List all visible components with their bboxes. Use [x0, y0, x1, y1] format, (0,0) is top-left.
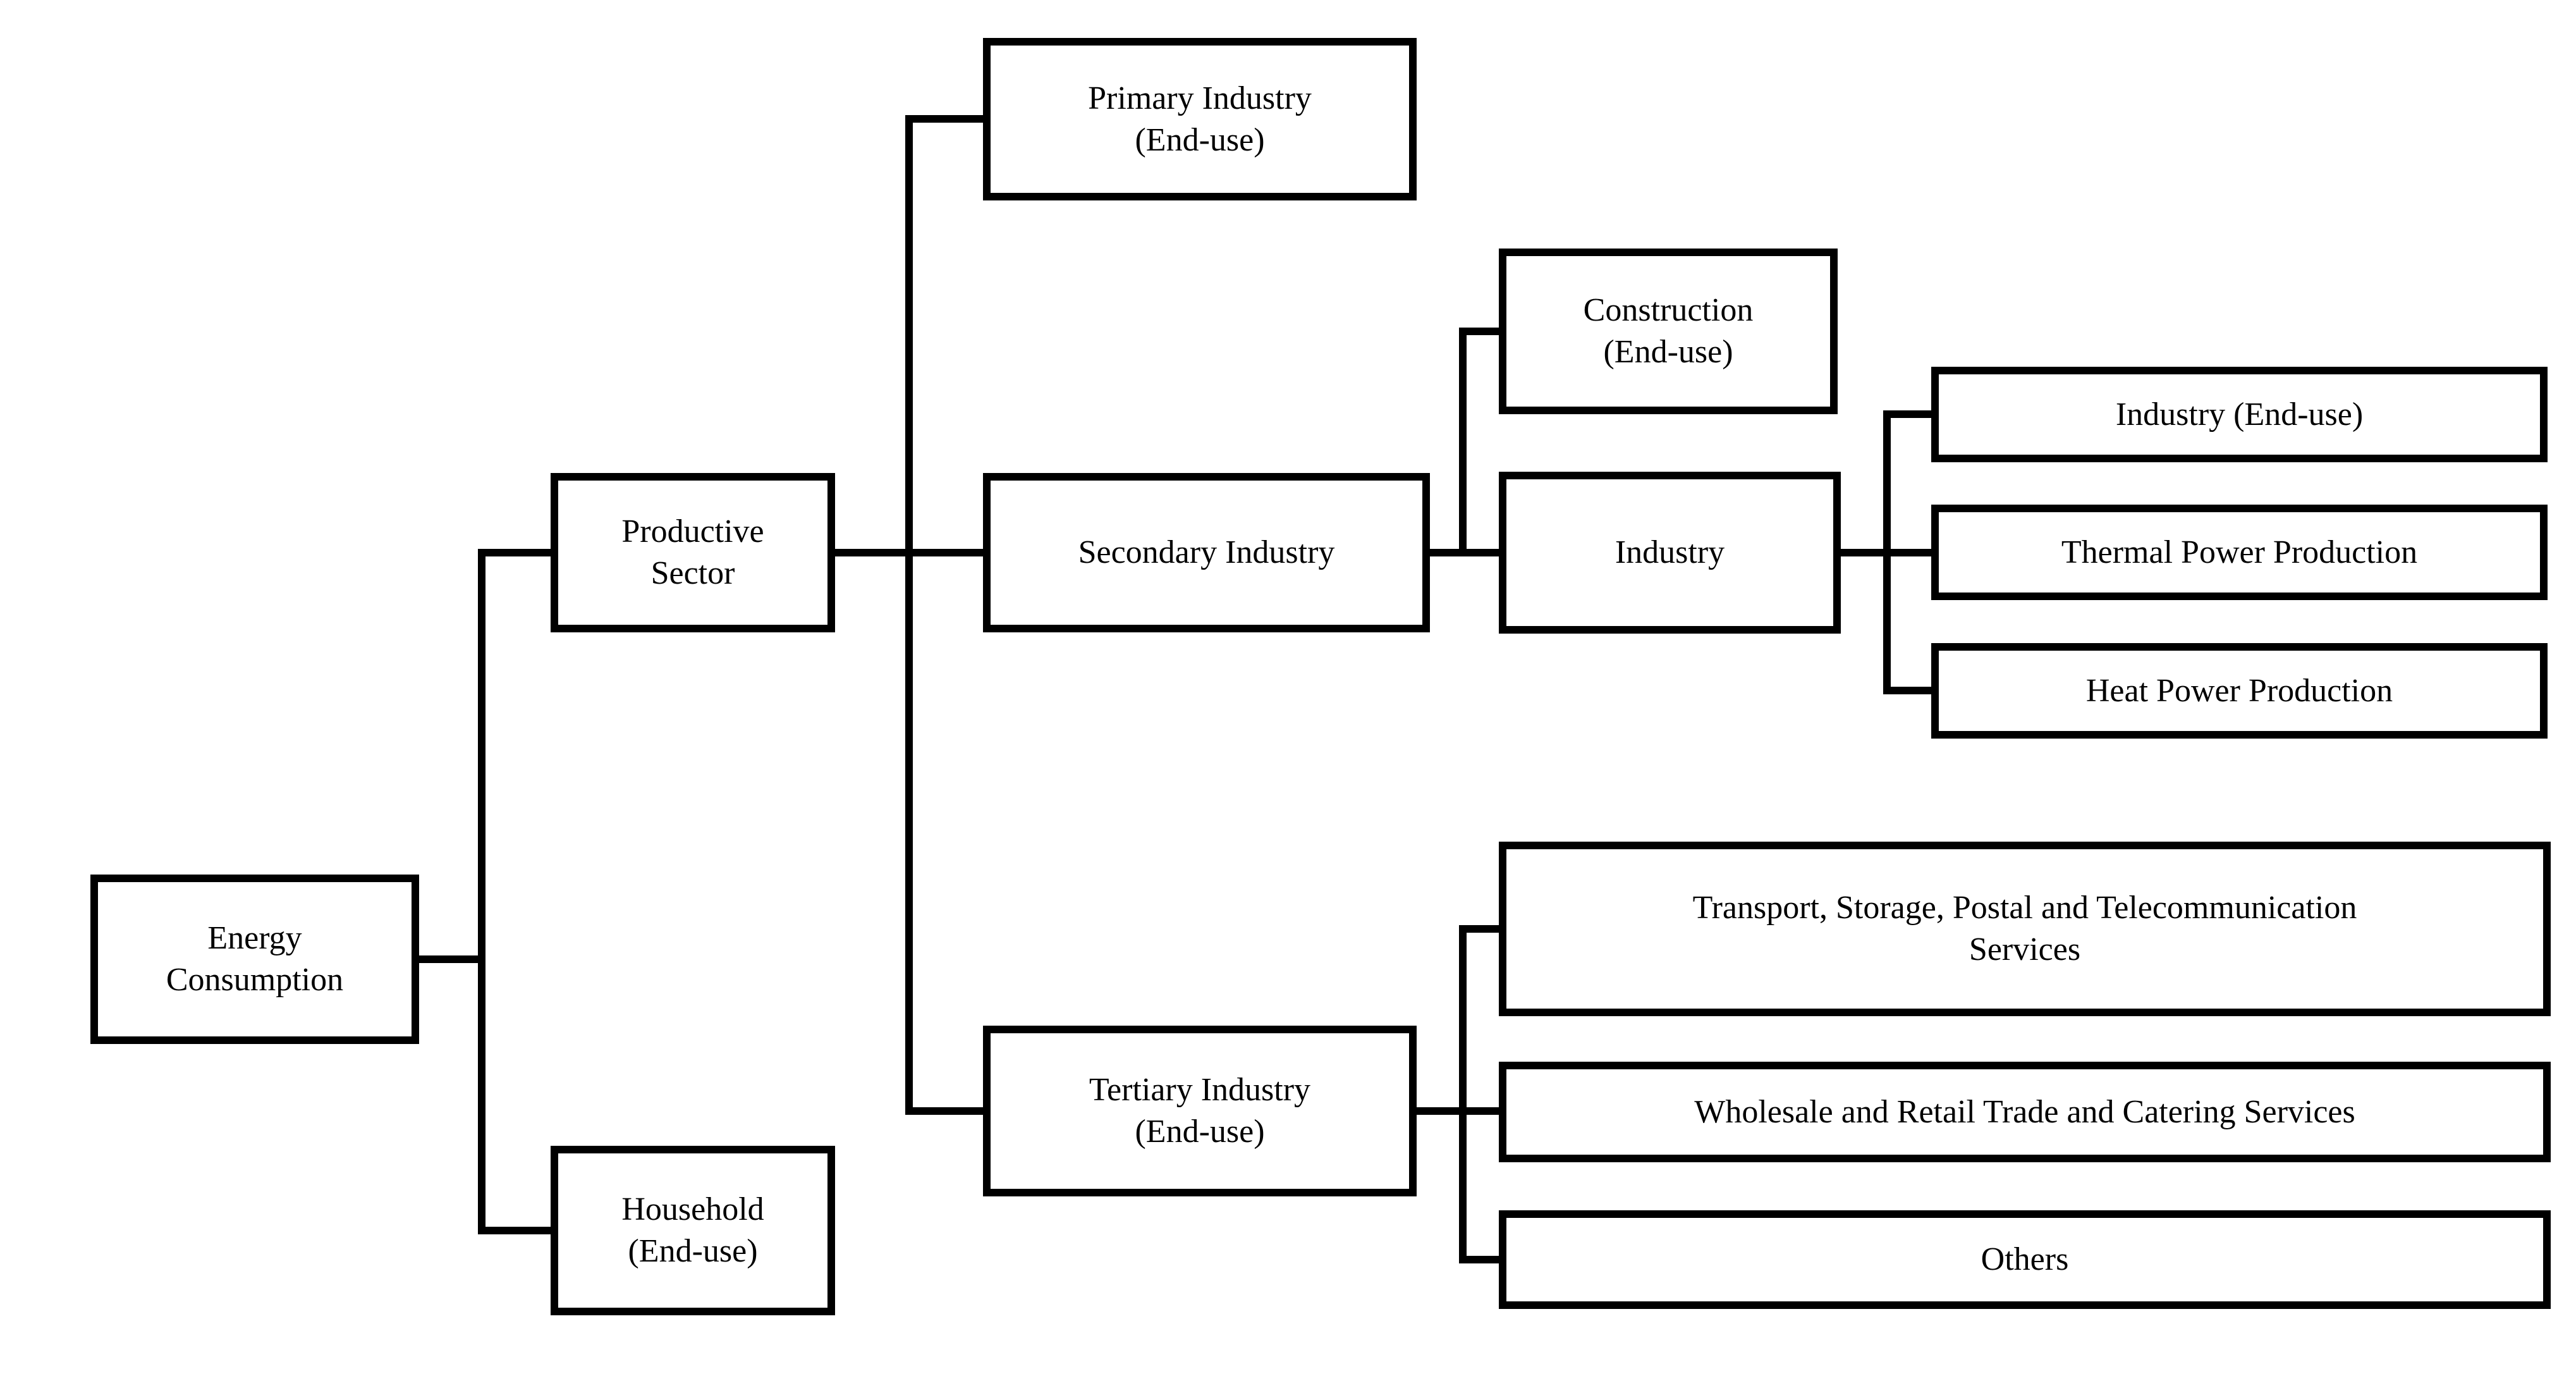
- trunk1-productive-household: [478, 549, 485, 1234]
- connector-trunk1-to-productive: [478, 549, 554, 556]
- node-primary-industry: Primary Industry (End-use): [983, 38, 1417, 200]
- connector-trunk5-to-others: [1459, 1256, 1502, 1263]
- connector-trunk2-to-primary: [905, 115, 986, 123]
- connector-trunk5-to-transport: [1459, 925, 1502, 933]
- node-heat-power-production: Heat Power Production: [1931, 643, 2548, 739]
- node-label-line: Primary Industry: [1088, 80, 1312, 116]
- node-label-line: Thermal Power Production: [2061, 534, 2418, 570]
- node-label-line: Industry (End-use): [2115, 396, 2364, 433]
- trunk3-construction-industry: [1459, 328, 1467, 556]
- node-label-line: Tertiary Industry: [1089, 1072, 1311, 1108]
- node-label-line: (End-use): [628, 1233, 758, 1269]
- node-label-line: (End-use): [1135, 1114, 1265, 1150]
- node-industry-end-use: Industry (End-use): [1931, 367, 2548, 462]
- node-others: Others: [1499, 1210, 2551, 1309]
- node-label-line: Secondary Industry: [1078, 534, 1335, 570]
- node-label-line: Heat Power Production: [2085, 672, 2393, 709]
- node-productive-sector: Productive Sector: [551, 473, 835, 632]
- connector-trunk4-to-industry-enduse: [1883, 410, 1934, 418]
- connector-trunk2-to-tertiary: [905, 1107, 986, 1115]
- node-label-line: Household: [621, 1191, 764, 1227]
- trunk5-tertiary-children: [1459, 925, 1467, 1263]
- node-secondary-industry: Secondary Industry: [983, 473, 1430, 632]
- node-label-line: Industry: [1615, 534, 1725, 570]
- connector-trunk4-to-heat: [1883, 687, 1934, 694]
- node-construction: Construction (End-use): [1499, 249, 1838, 414]
- node-label-line: (End-use): [1603, 334, 1733, 370]
- connector-tertiary-to-wholesale: [1413, 1107, 1502, 1115]
- connector-trunk1-to-household: [478, 1227, 554, 1234]
- node-label-line: Transport, Storage, Postal and Telecommu…: [1692, 890, 2357, 926]
- node-wholesale-retail-catering: Wholesale and Retail Trade and Catering …: [1499, 1062, 2551, 1162]
- node-thermal-power-production: Thermal Power Production: [1931, 505, 2548, 600]
- node-label-line: Sector: [650, 555, 735, 591]
- node-energy-consumption: Energy Consumption: [90, 875, 419, 1044]
- node-industry: Industry: [1499, 472, 1841, 634]
- node-label-line: Others: [1981, 1241, 2069, 1277]
- node-label-line: Energy: [207, 920, 302, 956]
- node-label-line: Productive: [621, 513, 764, 550]
- node-household: Household (End-use): [551, 1146, 835, 1315]
- node-label-line: (End-use): [1135, 121, 1265, 158]
- connector-energy-to-trunk1: [414, 955, 485, 963]
- node-label-line: Services: [1969, 931, 2081, 967]
- node-transport-storage-postal: Transport, Storage, Postal and Telecommu…: [1499, 842, 2551, 1016]
- trunk2-primary-secondary-tertiary: [905, 115, 913, 1115]
- node-label-line: Wholesale and Retail Trade and Catering …: [1694, 1093, 2355, 1130]
- connector-trunk3-to-construction: [1459, 328, 1502, 335]
- node-tertiary-industry: Tertiary Industry (End-use): [983, 1026, 1417, 1196]
- node-label-line: Construction: [1583, 292, 1754, 328]
- node-label-line: Consumption: [166, 962, 344, 998]
- trunk4-industry-children: [1883, 410, 1891, 694]
